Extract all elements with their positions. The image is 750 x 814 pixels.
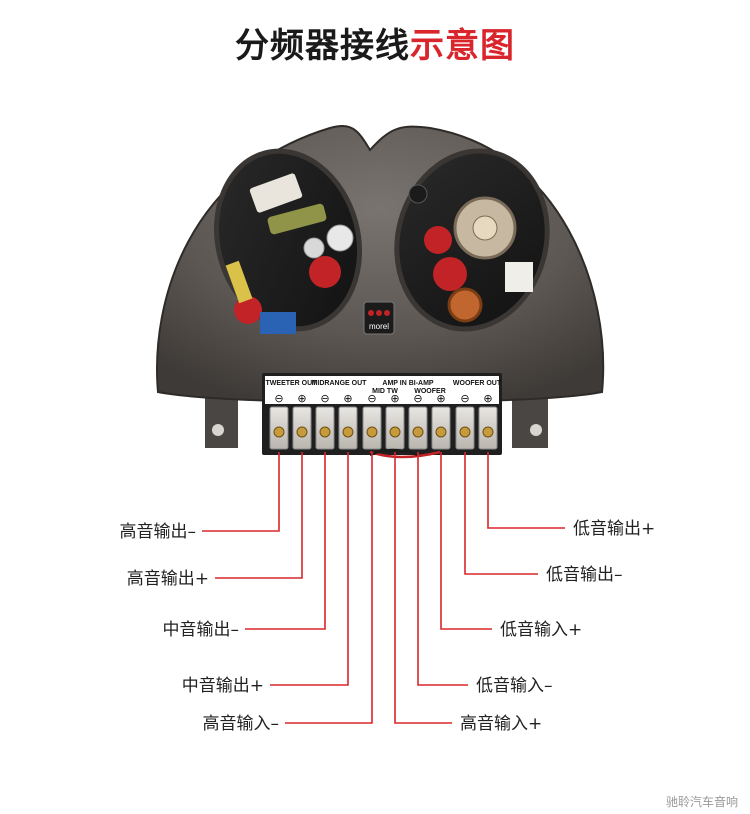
leader-lines: 高音输出– 高音输出+ 中音输出– 中音输出+ 高音输入– 低音输出+ 低音输出– 低音输入+… xyxy=(120,452,655,734)
group-amp-in: AMP IN BI-AMP xyxy=(382,380,434,387)
polarity-8: ⊖ xyxy=(460,392,469,405)
component-yellow xyxy=(225,260,253,304)
ceramic-resistor xyxy=(249,173,303,213)
leader-left-4 xyxy=(285,452,373,724)
terminal-screw-9 xyxy=(482,426,494,438)
label-left-4: 高音输入– xyxy=(203,714,280,734)
brand-text: morel xyxy=(369,322,389,331)
terminal-screw-4 xyxy=(366,426,378,438)
polarity-2: ⊖ xyxy=(320,392,329,405)
green-resistor xyxy=(267,203,327,235)
bridge-wire-black xyxy=(369,448,419,457)
label-right-4: 高音输入+ xyxy=(460,714,542,734)
chip xyxy=(505,262,533,292)
capacitor-1 xyxy=(326,224,354,252)
leader-left-0 xyxy=(202,452,280,532)
polarity-5: ⊕ xyxy=(390,392,399,405)
polarity-3: ⊕ xyxy=(343,392,352,405)
label-right-3: 低音输入– xyxy=(476,676,553,696)
label-right-0: 低音输出+ xyxy=(573,519,655,539)
sub-mid-tw: MID TW xyxy=(372,388,398,395)
label-left-0: 高音输出– xyxy=(120,522,197,542)
polarity-7: ⊕ xyxy=(436,392,445,405)
capacitor-red-2 xyxy=(234,296,262,324)
right-window xyxy=(394,148,550,332)
polarity-1: ⊕ xyxy=(297,392,306,405)
terminal-screw-0 xyxy=(273,426,285,438)
leader-right-0 xyxy=(487,452,565,529)
label-right-2: 低音输入+ xyxy=(500,620,582,640)
terminal-screw-3 xyxy=(342,426,354,438)
label-right-1: 低音输出– xyxy=(546,565,623,585)
page-title: 分频器接线示意图 xyxy=(0,18,750,67)
polarity-9: ⊕ xyxy=(483,392,492,405)
label-left-3: 中音输出+ xyxy=(182,676,264,696)
terminal-strip: TWEETER OUT MIDRANGE OUT AMP IN BI-AMP W… xyxy=(262,373,502,455)
left-window xyxy=(213,148,363,334)
leader-right-1 xyxy=(464,452,538,575)
screw-hole-right xyxy=(530,424,542,436)
polarity-6: ⊖ xyxy=(413,392,422,405)
watermark: 驰聆汽车音响 xyxy=(666,794,738,809)
polarity-0: ⊖ xyxy=(274,392,283,405)
group-midrange-out: MIDRANGE OUT xyxy=(312,380,368,387)
terminal-screw-8 xyxy=(459,426,471,438)
screw-hole-left xyxy=(212,424,224,436)
capacitor-red-4 xyxy=(433,257,467,291)
capacitor-2 xyxy=(303,237,325,259)
leader-right-2 xyxy=(440,452,492,630)
polarity-4: ⊖ xyxy=(367,392,376,405)
label-left-1: 高音输出+ xyxy=(127,569,209,589)
leader-left-3 xyxy=(270,452,349,686)
sub-woofer: WOOFER xyxy=(414,388,446,395)
group-woofer-out: WOOFER OUT xyxy=(453,380,502,387)
capacitor-red-1 xyxy=(309,256,341,288)
film-capacitor xyxy=(260,312,296,334)
leader-left-1 xyxy=(215,452,303,579)
terminal-screw-7 xyxy=(435,426,447,438)
leader-right-3 xyxy=(417,452,468,686)
copper-coil xyxy=(447,287,483,323)
terminal-screw-6 xyxy=(412,426,424,438)
title-part1: 分频器接线 xyxy=(235,26,410,66)
group-tweeter-out: TWEETER OUT xyxy=(266,380,318,387)
capacitor-red-3 xyxy=(424,226,452,254)
terminal-screw-5 xyxy=(389,426,401,438)
label-left-2: 中音输出– xyxy=(163,620,240,640)
morel-logo: morel xyxy=(363,301,395,335)
terminal-screw-1 xyxy=(296,426,308,438)
terminal-screw-2 xyxy=(319,426,331,438)
leader-left-2 xyxy=(245,452,326,630)
leader-right-4 xyxy=(394,452,452,724)
title-part2: 示意图 xyxy=(410,26,515,66)
